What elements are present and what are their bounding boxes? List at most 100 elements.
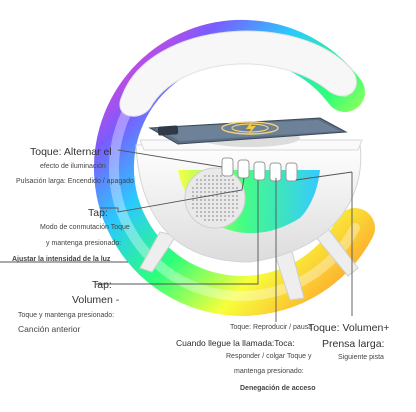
grille-dot xyxy=(228,187,230,189)
grille-dot xyxy=(228,199,230,201)
grille-dot xyxy=(216,175,218,177)
grille-dot xyxy=(228,203,230,205)
grille-dot xyxy=(192,195,194,197)
grille-dot xyxy=(212,191,214,193)
grille-dot xyxy=(232,187,234,189)
volume-down-button[interactable] xyxy=(253,161,266,181)
grille-dot xyxy=(192,203,194,205)
grille-dot xyxy=(200,215,202,217)
grille-dot xyxy=(216,211,218,213)
grille-dot xyxy=(236,203,238,205)
grille-dot xyxy=(208,179,210,181)
grille-dot xyxy=(216,191,218,193)
grille-dot xyxy=(204,215,206,217)
grille-dot xyxy=(216,215,218,217)
grille-dot xyxy=(232,203,234,205)
lamp-arch xyxy=(119,30,357,117)
grille-dot xyxy=(224,195,226,197)
grille-dot xyxy=(204,211,206,213)
grille-dot xyxy=(228,183,230,185)
grille-dot xyxy=(196,199,198,201)
grille-dot xyxy=(224,207,226,209)
grille-dot xyxy=(212,175,214,177)
volume-up-title: Toque: Volumen+ xyxy=(308,322,390,334)
grille-dot xyxy=(232,207,234,209)
grille-dot xyxy=(236,195,238,197)
grille-dot xyxy=(204,175,206,177)
grille-dot xyxy=(224,179,226,181)
power-longpress: Pulsación larga: Encendido / apagado xyxy=(16,178,134,185)
grille-dot xyxy=(204,199,206,201)
grille-dot xyxy=(220,219,222,221)
grille-dot xyxy=(200,211,202,213)
grille-dot xyxy=(236,191,238,193)
play-hold: mantenga presionado: xyxy=(234,368,304,375)
grille-dot xyxy=(200,207,202,209)
speaker-grille xyxy=(184,167,246,229)
grille-dot xyxy=(224,199,226,201)
grille-dot xyxy=(212,187,214,189)
grille-dot xyxy=(216,219,218,221)
grille-dot xyxy=(192,207,194,209)
grille-dot xyxy=(192,187,194,189)
grille-dot xyxy=(220,203,222,205)
volume-down-hold: Toque y mantenga presionado: xyxy=(18,312,115,319)
grille-dot xyxy=(192,199,194,201)
grille-dot xyxy=(208,183,210,185)
grille-dot xyxy=(204,187,206,189)
grille-dot xyxy=(232,211,234,213)
grille-dot xyxy=(228,179,230,181)
volume-up-button[interactable] xyxy=(285,162,298,182)
grille-dot xyxy=(232,179,234,181)
grille-dot xyxy=(196,207,198,209)
grille-dot xyxy=(220,179,222,181)
grille-dot xyxy=(204,183,206,185)
grille-dot xyxy=(236,199,238,201)
grille-dot xyxy=(212,219,214,221)
grille-dot xyxy=(216,203,218,205)
power-desc: efecto de iluminación xyxy=(40,163,106,170)
grille-dot xyxy=(208,215,210,217)
mode-brightness: Ajustar la intensidad de la luz xyxy=(12,256,111,263)
grille-dot xyxy=(228,207,230,209)
grille-dot xyxy=(232,183,234,185)
grille-dot xyxy=(236,207,238,209)
grille-dot xyxy=(196,211,198,213)
grille-dot xyxy=(200,187,202,189)
grille-dot xyxy=(208,207,210,209)
play-reject: Denegación de acceso xyxy=(240,385,316,392)
grille-dot xyxy=(220,195,222,197)
grille-dot xyxy=(216,187,218,189)
mode-title: Tap: xyxy=(88,207,108,219)
grille-dot xyxy=(220,215,222,217)
grille-dot xyxy=(228,211,230,213)
volume-down-label: Volumen - xyxy=(72,294,120,306)
grille-dot xyxy=(200,199,202,201)
play-button[interactable] xyxy=(269,162,282,182)
grille-dot xyxy=(228,195,230,197)
grille-dot xyxy=(204,203,206,205)
control-buttons xyxy=(221,157,298,182)
grille-dot xyxy=(216,183,218,185)
grille-dot xyxy=(220,191,222,193)
smartphone xyxy=(148,117,348,145)
grille-dot xyxy=(232,215,234,217)
grille-dot xyxy=(220,187,222,189)
grille-dot xyxy=(224,203,226,205)
grille-dot xyxy=(196,203,198,205)
grille-dot xyxy=(220,211,222,213)
grille-dot xyxy=(224,191,226,193)
grille-dot xyxy=(204,207,206,209)
grille-dot xyxy=(228,215,230,217)
mode-button[interactable] xyxy=(237,159,250,179)
grille-dot xyxy=(236,187,238,189)
grille-dot xyxy=(208,191,210,193)
grille-dot xyxy=(232,199,234,201)
grille-dot xyxy=(204,219,206,221)
grille-dot xyxy=(200,203,202,205)
grille-dot xyxy=(216,207,218,209)
power-button[interactable] xyxy=(221,157,234,177)
volume-down-prev: Canción anterior xyxy=(18,324,81,334)
